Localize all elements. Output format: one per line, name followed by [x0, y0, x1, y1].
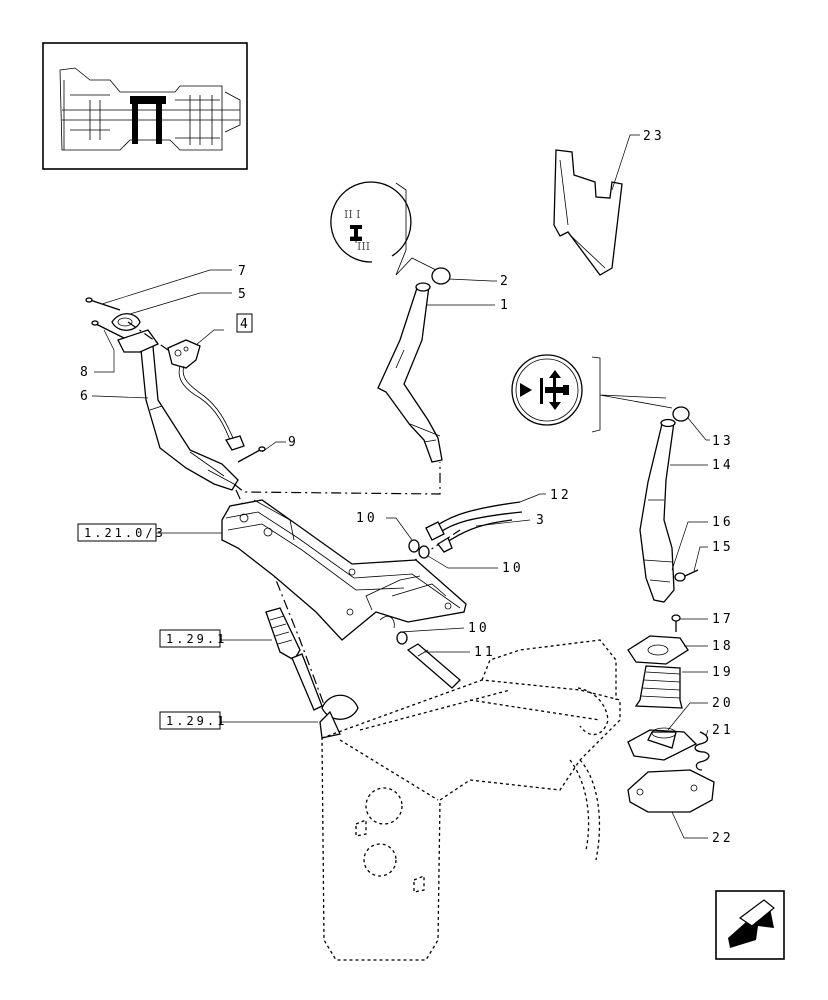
part-label-5: 5 — [238, 287, 249, 302]
part-label-21: 21 — [712, 723, 734, 738]
washer-10c — [396, 631, 408, 645]
part-label-10c: 10 — [468, 621, 490, 636]
part-box-4 — [236, 313, 253, 333]
range-lever-14 — [639, 418, 676, 603]
gear-pattern-decal: II I III — [330, 181, 412, 263]
boot-19 — [634, 665, 683, 709]
part-label-4: 4 — [240, 317, 251, 332]
lever-6 — [117, 329, 239, 491]
screw-17 — [671, 614, 681, 632]
range-pattern-decal — [511, 354, 583, 426]
part-label-9: 9 — [288, 435, 299, 450]
ref-box-1 — [77, 523, 157, 542]
gear-lever-1 — [377, 282, 443, 463]
transmission-housing — [321, 639, 621, 961]
cable-12 — [425, 501, 523, 541]
part-label-18: 18 — [712, 639, 734, 654]
part-label-2: 2 — [500, 274, 511, 289]
centerline-c — [235, 489, 327, 711]
screw-15 — [674, 569, 699, 582]
part-label-1: 1 — [500, 298, 511, 313]
ref-box-3 — [159, 711, 221, 730]
part-label-19: 19 — [712, 665, 734, 680]
part-label-14: 14 — [712, 458, 734, 473]
shift-cover-housing — [221, 499, 467, 641]
transmission-locator-icon — [42, 42, 248, 170]
plate-18 — [627, 635, 689, 665]
centerline-b — [233, 462, 441, 495]
gear-symbol-top: II I — [344, 208, 361, 221]
ref-label-1: 1.21.0/3 — [84, 526, 166, 540]
ref-label-2: 1.29.1 — [166, 632, 227, 646]
washer-10a — [408, 539, 430, 559]
part-label-10a: 10 — [356, 511, 378, 526]
part-label-3: 3 — [536, 513, 547, 528]
part-label-11: 11 — [474, 645, 496, 660]
centerline-a — [127, 321, 169, 351]
bolt-8 — [91, 320, 125, 339]
bolt-9 — [237, 446, 266, 463]
part-label-10b: 10 — [502, 561, 524, 576]
ref-box-2 — [159, 629, 221, 648]
spring-21 — [694, 731, 710, 771]
switch-4 — [167, 339, 245, 451]
part-label-22: 22 — [712, 831, 734, 846]
part-label-7: 7 — [238, 264, 249, 279]
part-label-15: 15 — [712, 540, 734, 555]
part-label-8: 8 — [80, 365, 91, 380]
previous-page-arrow-icon[interactable] — [715, 890, 785, 960]
sticker-23 — [553, 149, 623, 276]
part-label-12: 12 — [550, 488, 572, 503]
gear-knob-2 — [431, 267, 451, 285]
range-knob-13 — [672, 406, 690, 422]
cable-3 — [437, 519, 513, 553]
gear-symbol-bottom: III — [357, 240, 370, 253]
part-label-6: 6 — [80, 389, 91, 404]
part-label-16: 16 — [712, 515, 734, 530]
rod-11 — [406, 643, 461, 689]
boot-20 — [627, 727, 698, 761]
part-label-17: 17 — [712, 612, 734, 627]
part-label-23: 23 — [643, 129, 665, 144]
bolt-7 — [85, 297, 121, 311]
part-label-13: 13 — [712, 434, 734, 449]
cover-plate-22 — [627, 769, 715, 813]
part-label-20: 20 — [712, 696, 734, 711]
ref-label-3: 1.29.1 — [166, 714, 227, 728]
